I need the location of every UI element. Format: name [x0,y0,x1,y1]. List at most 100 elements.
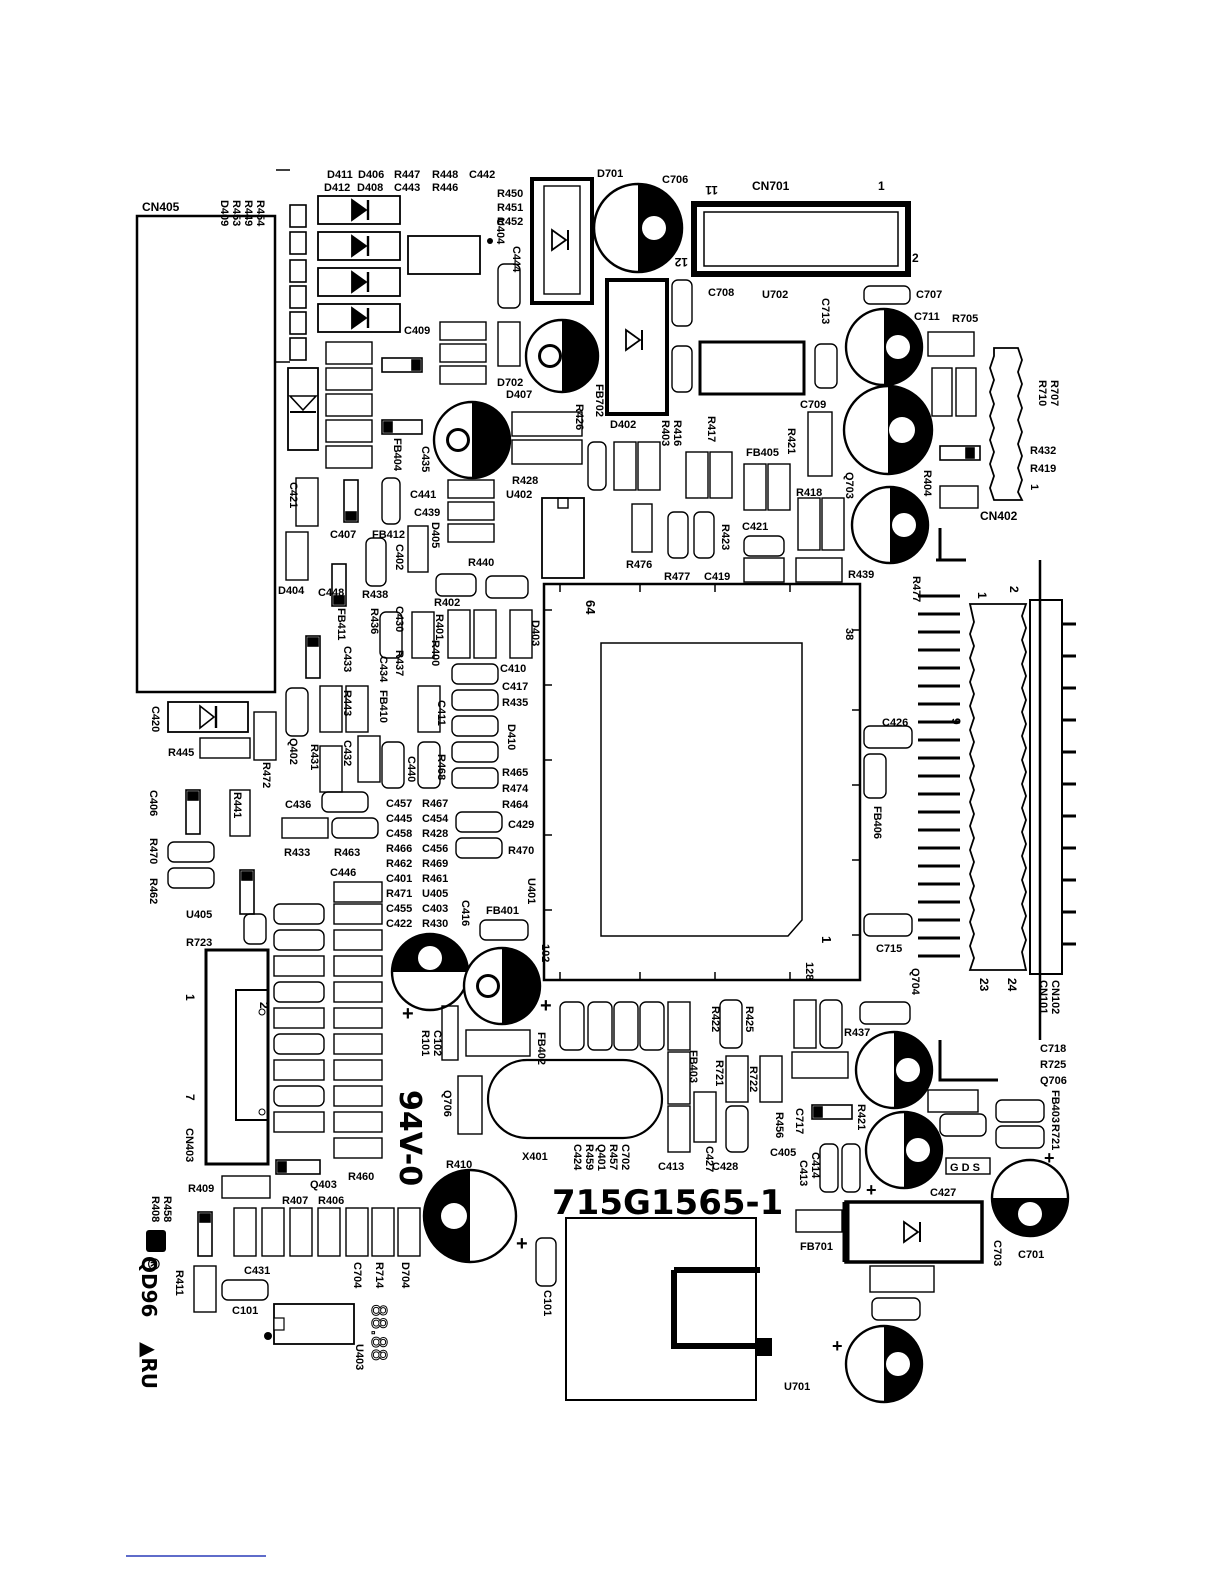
label-r449: R449 [242,200,254,226]
gds-transistor-marker: G D S [945,1157,991,1175]
svg-text:+: + [402,1003,414,1025]
label-r459: R460 [348,1171,374,1183]
label-c404: C426 [882,717,908,729]
label-r470: U405 [422,888,448,900]
d410-diode: C420 R445 Q402 R431 R472 C406 R441 R470 … [147,701,320,904]
q706-capacitor: + [864,1110,944,1200]
c709-capacitor: R404 [842,384,934,497]
label-r448: R448 [432,169,458,181]
c702-capacitor: R410 + C101 [422,1159,553,1316]
u403-ic [264,1303,355,1345]
label-c702: R410 [446,1159,472,1171]
label-c410: C417 [502,681,528,693]
label-c717: C427 [930,1187,956,1199]
c706-capacitor: C706 [592,174,688,274]
label-c407: R423 [719,524,731,550]
label-c101: C701 [1018,1249,1044,1261]
label-r427: R421 [785,428,797,454]
label-c424: C702 [619,1144,631,1170]
flammability-mark: 94V-0 [392,1090,427,1186]
label-d404: C448 [318,587,344,599]
cn403-pin-1: 1 [183,994,197,1001]
cn402-connector: CN402 1 R707 R710 R432 R419 [980,347,1060,523]
smd-diode-markers [185,357,981,1257]
svg-text:+: + [1044,1148,1055,1168]
cn101-pin-24: 24 [1005,978,1019,992]
bottom-mid-labels: C424 R459 Q401 R457 C702 C413 C427 C428 … [571,1006,1067,1199]
label-r722: C413 [797,1160,809,1186]
c401-capacitor: + [390,932,470,1025]
cn701-pin-12: 12 [674,255,688,269]
left-mid-pads [167,609,913,945]
label-r409: R407 [282,1195,308,1207]
cn101-connector: 1 2 9 23 24 CN101 CN102 [918,528,1076,1040]
label-c447: Q402 [287,738,299,765]
label-r708: R419 [1030,463,1056,475]
cn701-pin-1: 1 [878,179,885,193]
label-r439: D404 [278,585,305,597]
label-c406: C429 [508,819,534,831]
u401-pin-1: 1 [819,936,834,943]
label-c448: R438 [362,589,388,601]
cn101-label: CN101 [1037,980,1049,1014]
label-r417: FB405 [746,447,779,459]
label-r438: FB411 [335,608,347,640]
label-r707: R707 [1048,380,1060,406]
label-r471: R430 [422,918,448,930]
u404-label: U404 [494,218,506,245]
label-d407: C409 [404,325,430,337]
u702-outline [698,340,806,396]
cn405-connector: CN405 [135,200,277,694]
label-fb404: R428 [512,475,538,487]
svg-text:+: + [540,995,552,1017]
label-r477: R439 [848,569,874,581]
label-d702: D402 [610,419,636,431]
svg-text:+: + [832,1336,843,1356]
cert-mark-suffix: ▲RU [137,1342,161,1389]
label-c706: C706 [662,174,688,186]
label-r465: C445 [386,813,412,825]
label-r443: C411 [435,700,447,726]
label-r456: C413 [658,1161,684,1173]
label-r433: C446 [330,867,356,879]
cn405-label: CN405 [142,200,180,214]
d701-diode: D701 [530,168,623,305]
label-c409: C435 [419,446,431,472]
label-c417: R435 [502,697,528,709]
u403-label: U403 [353,1344,365,1370]
label-r466: R461 [422,873,448,885]
label-r476: C419 [704,571,730,583]
label-r421: Q703 [843,472,855,499]
label-c420: R464 [502,799,529,811]
label-r446: R446 [432,182,458,194]
label-d701: D701 [597,168,623,180]
u404-ic: U404 [407,218,506,275]
label-c411: D410 [505,724,517,750]
label-r725: R456 [773,1112,785,1138]
cn101-pin-23: 23 [977,978,991,992]
u401-label: U401 [525,878,537,904]
label-c426: Q704 [909,968,921,996]
cn102-label: CN102 [1049,980,1061,1014]
certification-mark: QD96 ▲RU ® [137,1230,166,1389]
label-q703: R432 [1030,445,1056,457]
label-r450: R450 [497,188,523,200]
label-r462: C455 [386,903,412,915]
label-r441: R433 [284,847,310,859]
diode-array-d406-d412 [317,195,401,333]
label-r714: FB701 [800,1241,833,1253]
label-r710: R710 [1036,380,1048,406]
label-fb406: R101 [419,1030,431,1056]
label-r408: C431 [244,1265,270,1277]
label-c443: C443 [394,182,420,194]
label-r447: R447 [394,169,420,181]
label-r461: C422 [386,918,412,930]
label-r428: R403 [659,420,671,446]
label-r419: C439 [414,507,440,519]
label-c418: R465 [502,767,528,779]
label-fb410: R443 [341,690,353,716]
label-d403: C433 [341,646,353,672]
x401-label: X401 [522,1151,548,1163]
label-c446: FB401 [486,905,519,917]
